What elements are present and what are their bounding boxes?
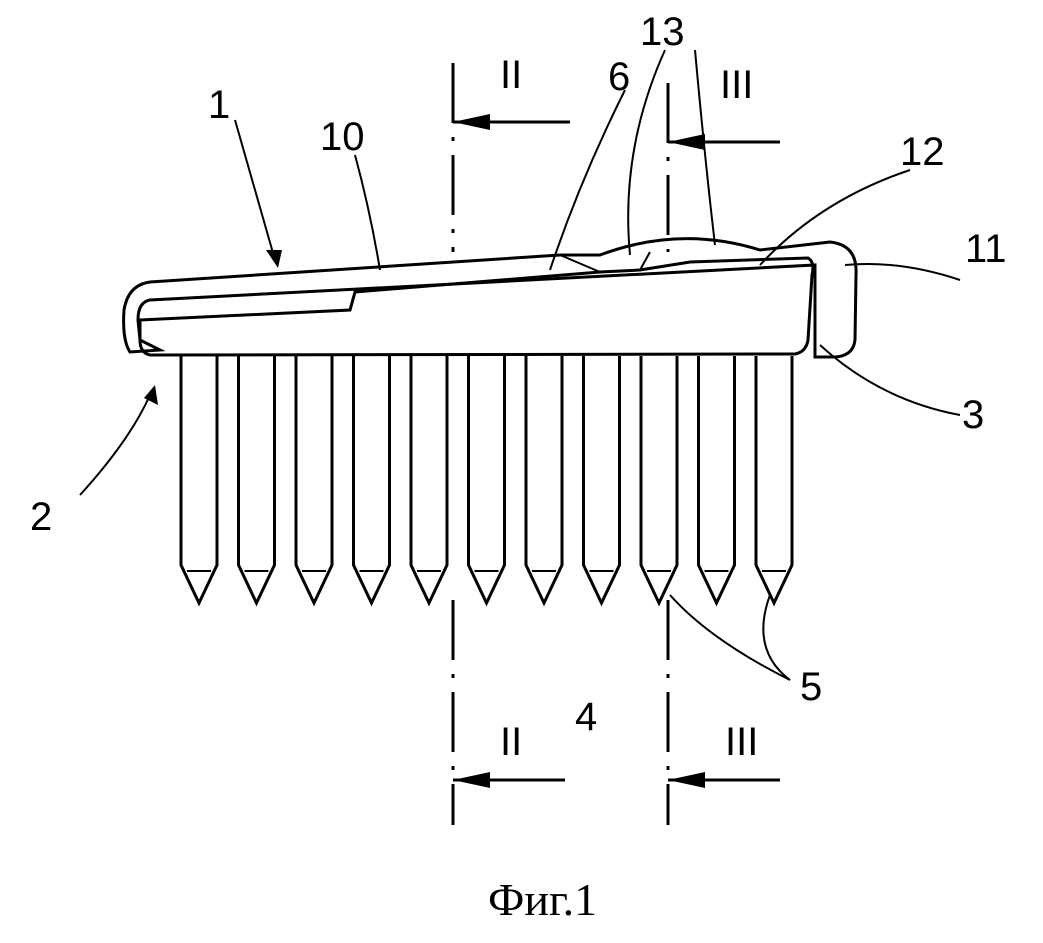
carrier-strip-inner — [140, 258, 813, 355]
joint-line — [560, 255, 600, 272]
nail — [584, 356, 620, 603]
nail — [296, 356, 332, 603]
nail — [354, 356, 390, 603]
label-10: 10 — [320, 115, 365, 159]
leader-lines — [80, 50, 960, 680]
figure-caption: Фиг.1 — [488, 874, 597, 925]
nail — [469, 356, 505, 603]
label-2: 2 — [30, 495, 52, 539]
nail — [239, 356, 275, 603]
label-4: 4 — [575, 695, 597, 739]
label-12: 12 — [900, 130, 945, 174]
carrier-strip-outer — [124, 239, 857, 357]
section-line-ii — [453, 63, 570, 825]
label-3: 3 — [962, 393, 984, 437]
label-5: 5 — [800, 665, 822, 709]
nail — [756, 356, 792, 603]
nail — [526, 356, 562, 603]
label-6: 6 — [608, 55, 630, 99]
label-section-iii-top: III — [720, 63, 753, 107]
section-line-iii — [668, 83, 780, 825]
label-section-iii-bottom: III — [725, 720, 758, 764]
nail — [699, 356, 735, 603]
nail — [181, 356, 217, 603]
nails-group — [181, 356, 792, 603]
nail — [641, 356, 677, 603]
label-13: 13 — [640, 10, 685, 54]
label-section-ii-bottom: II — [500, 720, 522, 764]
label-section-ii-top: II — [500, 53, 522, 97]
label-11: 11 — [965, 227, 1007, 271]
nail — [411, 356, 447, 603]
label-1: 1 — [208, 83, 230, 127]
